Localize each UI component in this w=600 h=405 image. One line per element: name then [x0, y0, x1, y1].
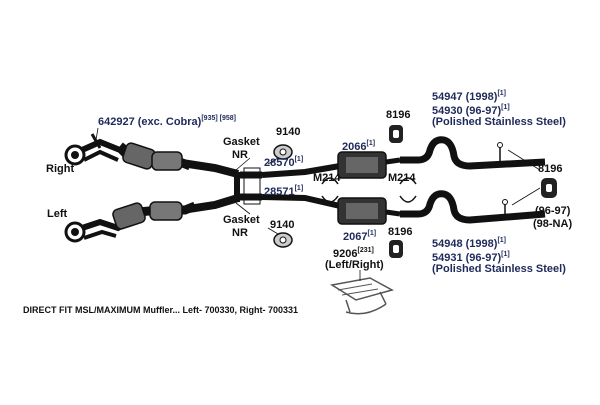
pipe-28570: [261, 163, 341, 178]
x-pipe: [234, 167, 262, 205]
hanger-8196-top: [389, 125, 403, 143]
muffler-2066: [337, 151, 401, 179]
label-part-2066: 2066[1]: [342, 140, 376, 153]
label-muffler-note: DIRECT FIT MSL/MAXIMUM Muffler... Left- …: [23, 305, 299, 315]
label-gasket-top: Gasket: [223, 136, 260, 148]
muffler-2067: [337, 197, 401, 225]
label-nr-bottom: NR: [232, 227, 248, 239]
label-part-54930: 54930 (96-97)[1]: [432, 104, 510, 117]
clamp-kit-9206: [329, 270, 394, 315]
label-part-9140-top: 9140: [276, 126, 301, 138]
label-part-28571: 28571[1]: [264, 185, 304, 198]
right-header-assembly: [64, 133, 240, 178]
label-polished-top: (Polished Stainless Steel): [432, 116, 566, 128]
label-part-642927: 642927 (exc. Cobra)[935] [958]: [98, 115, 236, 128]
hanger-8196-bottom: [389, 240, 403, 258]
tailpipe-top: [400, 136, 546, 171]
left-header-assembly: [64, 194, 240, 243]
label-nr-top: NR: [232, 149, 248, 161]
label-part-9206: 9206[231]: [333, 247, 374, 260]
gasket-9140-bottom: [267, 227, 293, 248]
label-part-28570: 28570[1]: [264, 156, 304, 169]
label-left-right: (Left/Right): [325, 259, 384, 271]
label-part-2067: 2067[1]: [343, 230, 377, 243]
pipe-28571: [261, 194, 341, 209]
label-m214-left: M214: [313, 172, 341, 184]
label-side-left: Left: [47, 208, 68, 220]
tailpipe-bottom: [400, 187, 546, 224]
leader-gasket-bottom: [235, 202, 251, 215]
label-part-8196-bottom: 8196: [388, 226, 413, 238]
hanger-8196-right: [541, 178, 557, 198]
leader-gasket-top: [235, 157, 251, 171]
label-part-54931: 54931 (96-97)[1]: [432, 251, 510, 264]
label-part-54947: 54947 (1998)[1]: [432, 90, 507, 103]
label-gasket-bottom: Gasket: [223, 214, 260, 226]
leader-642927: [95, 127, 99, 141]
label-polished-bottom: (Polished Stainless Steel): [432, 263, 566, 275]
label-years-96-97: (96-97): [535, 205, 571, 217]
clamp-m214-right: [399, 177, 417, 203]
gasket-9140-top: [267, 144, 293, 165]
label-part-8196-top: 8196: [386, 109, 411, 121]
label-part-54948: 54948 (1998)[1]: [432, 237, 507, 250]
label-years-98-na: (98-NA): [533, 218, 573, 230]
label-m214-right: M214: [388, 172, 416, 184]
label-part-9140-bottom: 9140: [270, 219, 295, 231]
clamp-m214-left: [321, 177, 339, 203]
label-side-right: Right: [46, 163, 75, 175]
label-part-8196-right: 8196: [538, 163, 563, 175]
